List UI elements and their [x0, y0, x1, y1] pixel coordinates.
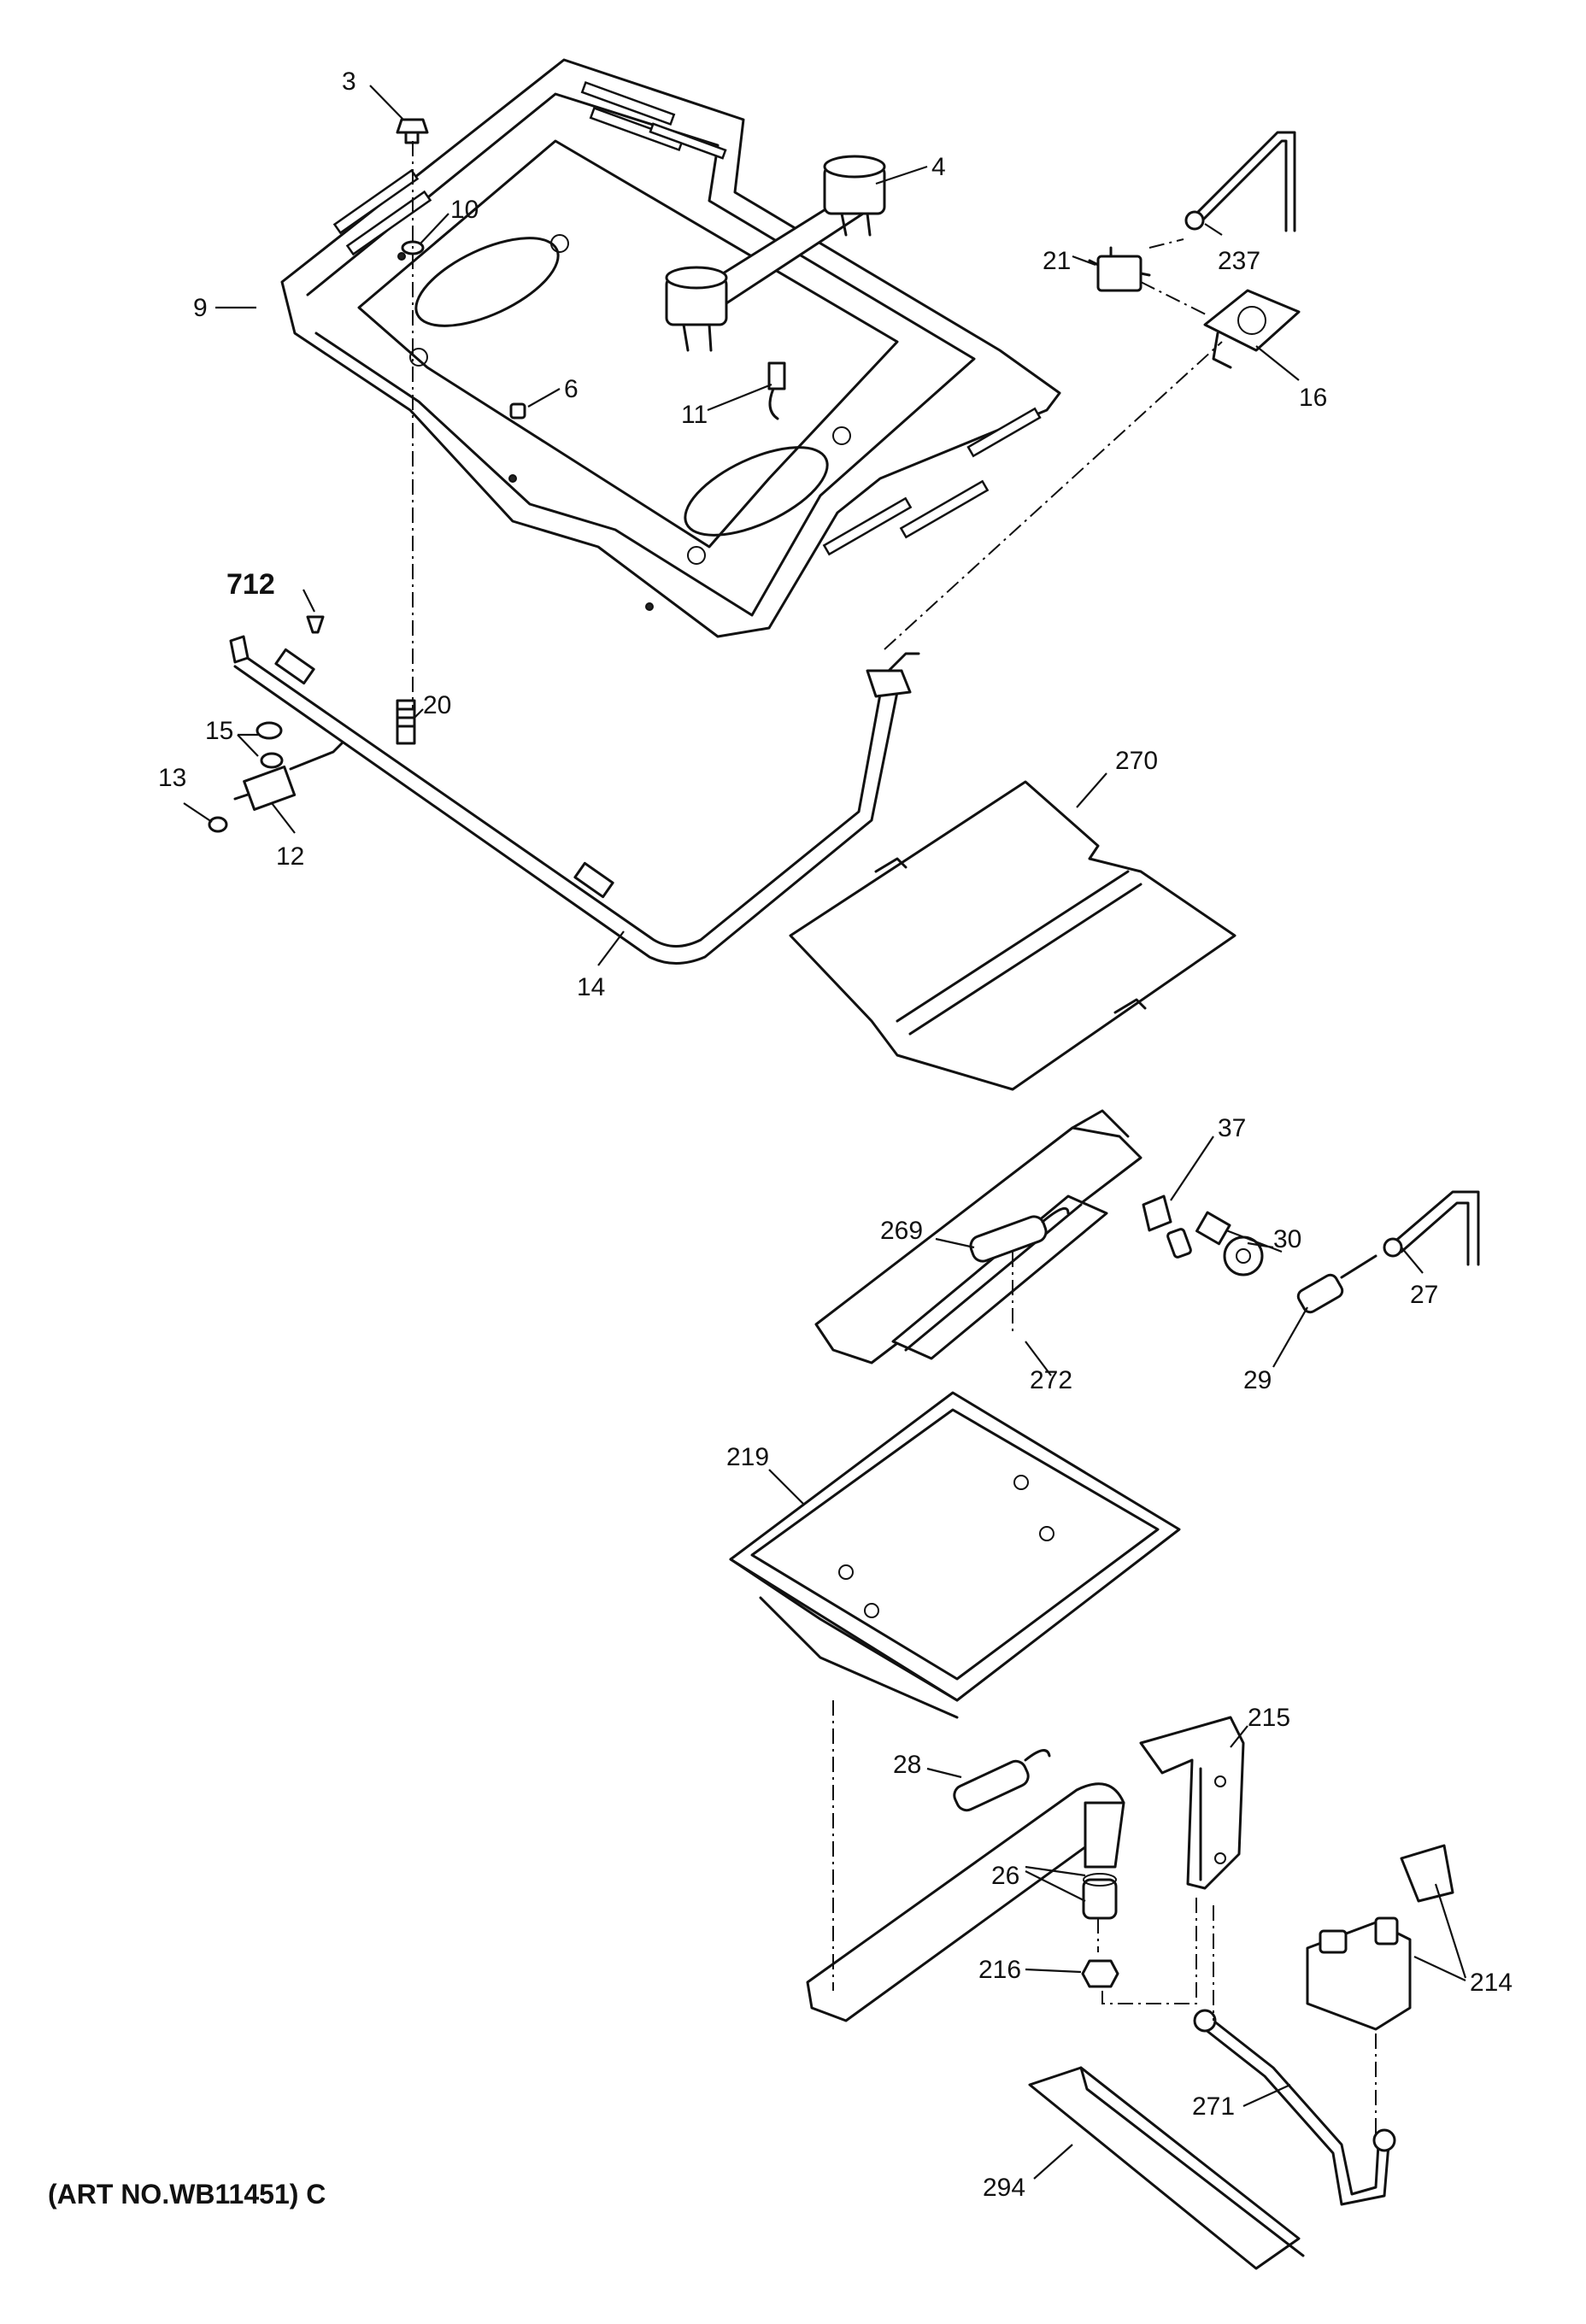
shield-part — [789, 780, 1236, 1091]
callout-29: 29 — [1243, 1366, 1272, 1394]
orifice-holder-part — [1166, 1228, 1192, 1259]
bottom-bracket-part — [1028, 2066, 1305, 2270]
callout-270: 270 — [1115, 747, 1158, 775]
callout-28: 28 — [893, 1751, 921, 1779]
callout-4: 4 — [931, 153, 946, 181]
gas-tube-271-part — [1193, 2009, 1396, 2206]
washer-set-part — [256, 721, 284, 769]
screw-712-part — [306, 615, 325, 634]
alignment-lines — [412, 141, 1377, 2136]
callout-712: 712 — [226, 568, 275, 601]
nut-part — [208, 816, 228, 833]
screw-part — [396, 118, 429, 144]
callout-272: 272 — [1030, 1366, 1072, 1394]
callout-27: 27 — [1410, 1281, 1438, 1309]
callout-11: 11 — [681, 401, 708, 429]
callout-15: 15 — [205, 717, 233, 745]
callout-271: 271 — [1192, 2092, 1235, 2121]
cover-37-part — [1142, 1194, 1172, 1232]
callout-14: 14 — [577, 973, 605, 1001]
igniter-part — [665, 155, 886, 352]
callout-20: 20 — [423, 691, 451, 719]
broil-pan-part — [729, 1391, 1181, 1719]
leader-lines — [183, 85, 1467, 2180]
mounting-bracket-part — [1203, 289, 1301, 369]
igniter-28-part — [953, 1749, 1051, 1812]
oven-burner-part — [806, 1782, 1125, 2022]
art-number-caption: (ART NO.WB11451) C — [48, 2179, 326, 2210]
burner-bracket-part — [1139, 1716, 1245, 1890]
callout-214: 214 — [1470, 1969, 1513, 1997]
manifold-pipe-part — [229, 635, 920, 965]
nut-216-part — [1081, 1959, 1119, 1988]
burner-box-part — [280, 58, 1061, 638]
callout-294: 294 — [983, 2174, 1025, 2202]
callout-269: 269 — [880, 1217, 923, 1245]
callout-37: 37 — [1218, 1114, 1246, 1142]
callout-3: 3 — [342, 67, 356, 96]
safety-valve-part — [1306, 1844, 1454, 2031]
callout-16: 16 — [1299, 384, 1327, 412]
stud-part — [396, 699, 416, 745]
callout-30: 30 — [1273, 1225, 1301, 1253]
callout-21: 21 — [1043, 247, 1071, 275]
callout-9: 9 — [193, 294, 208, 322]
valve-part — [1088, 246, 1151, 292]
callout-labels: 3 4 6 9 10 11 12 13 14 15 16 20 21 26 27… — [158, 67, 1513, 2202]
callout-6: 6 — [564, 375, 579, 403]
fitting-part — [233, 742, 344, 811]
callout-237: 237 — [1218, 247, 1260, 275]
clip-part — [767, 361, 786, 420]
orifice-29-part — [1296, 1254, 1377, 1314]
igniter-269-part — [969, 1206, 1070, 1263]
callout-10: 10 — [450, 196, 479, 224]
callout-12: 12 — [276, 842, 304, 871]
clamp-26-part — [1082, 1873, 1118, 1920]
callout-215: 215 — [1248, 1704, 1290, 1732]
callout-219: 219 — [726, 1443, 769, 1471]
gas-tube-part — [1184, 131, 1296, 232]
tube-27-part — [1383, 1190, 1480, 1266]
callout-13: 13 — [158, 764, 186, 792]
callout-216: 216 — [978, 1956, 1021, 1984]
callout-26: 26 — [991, 1862, 1019, 1890]
plug-part — [509, 402, 526, 420]
